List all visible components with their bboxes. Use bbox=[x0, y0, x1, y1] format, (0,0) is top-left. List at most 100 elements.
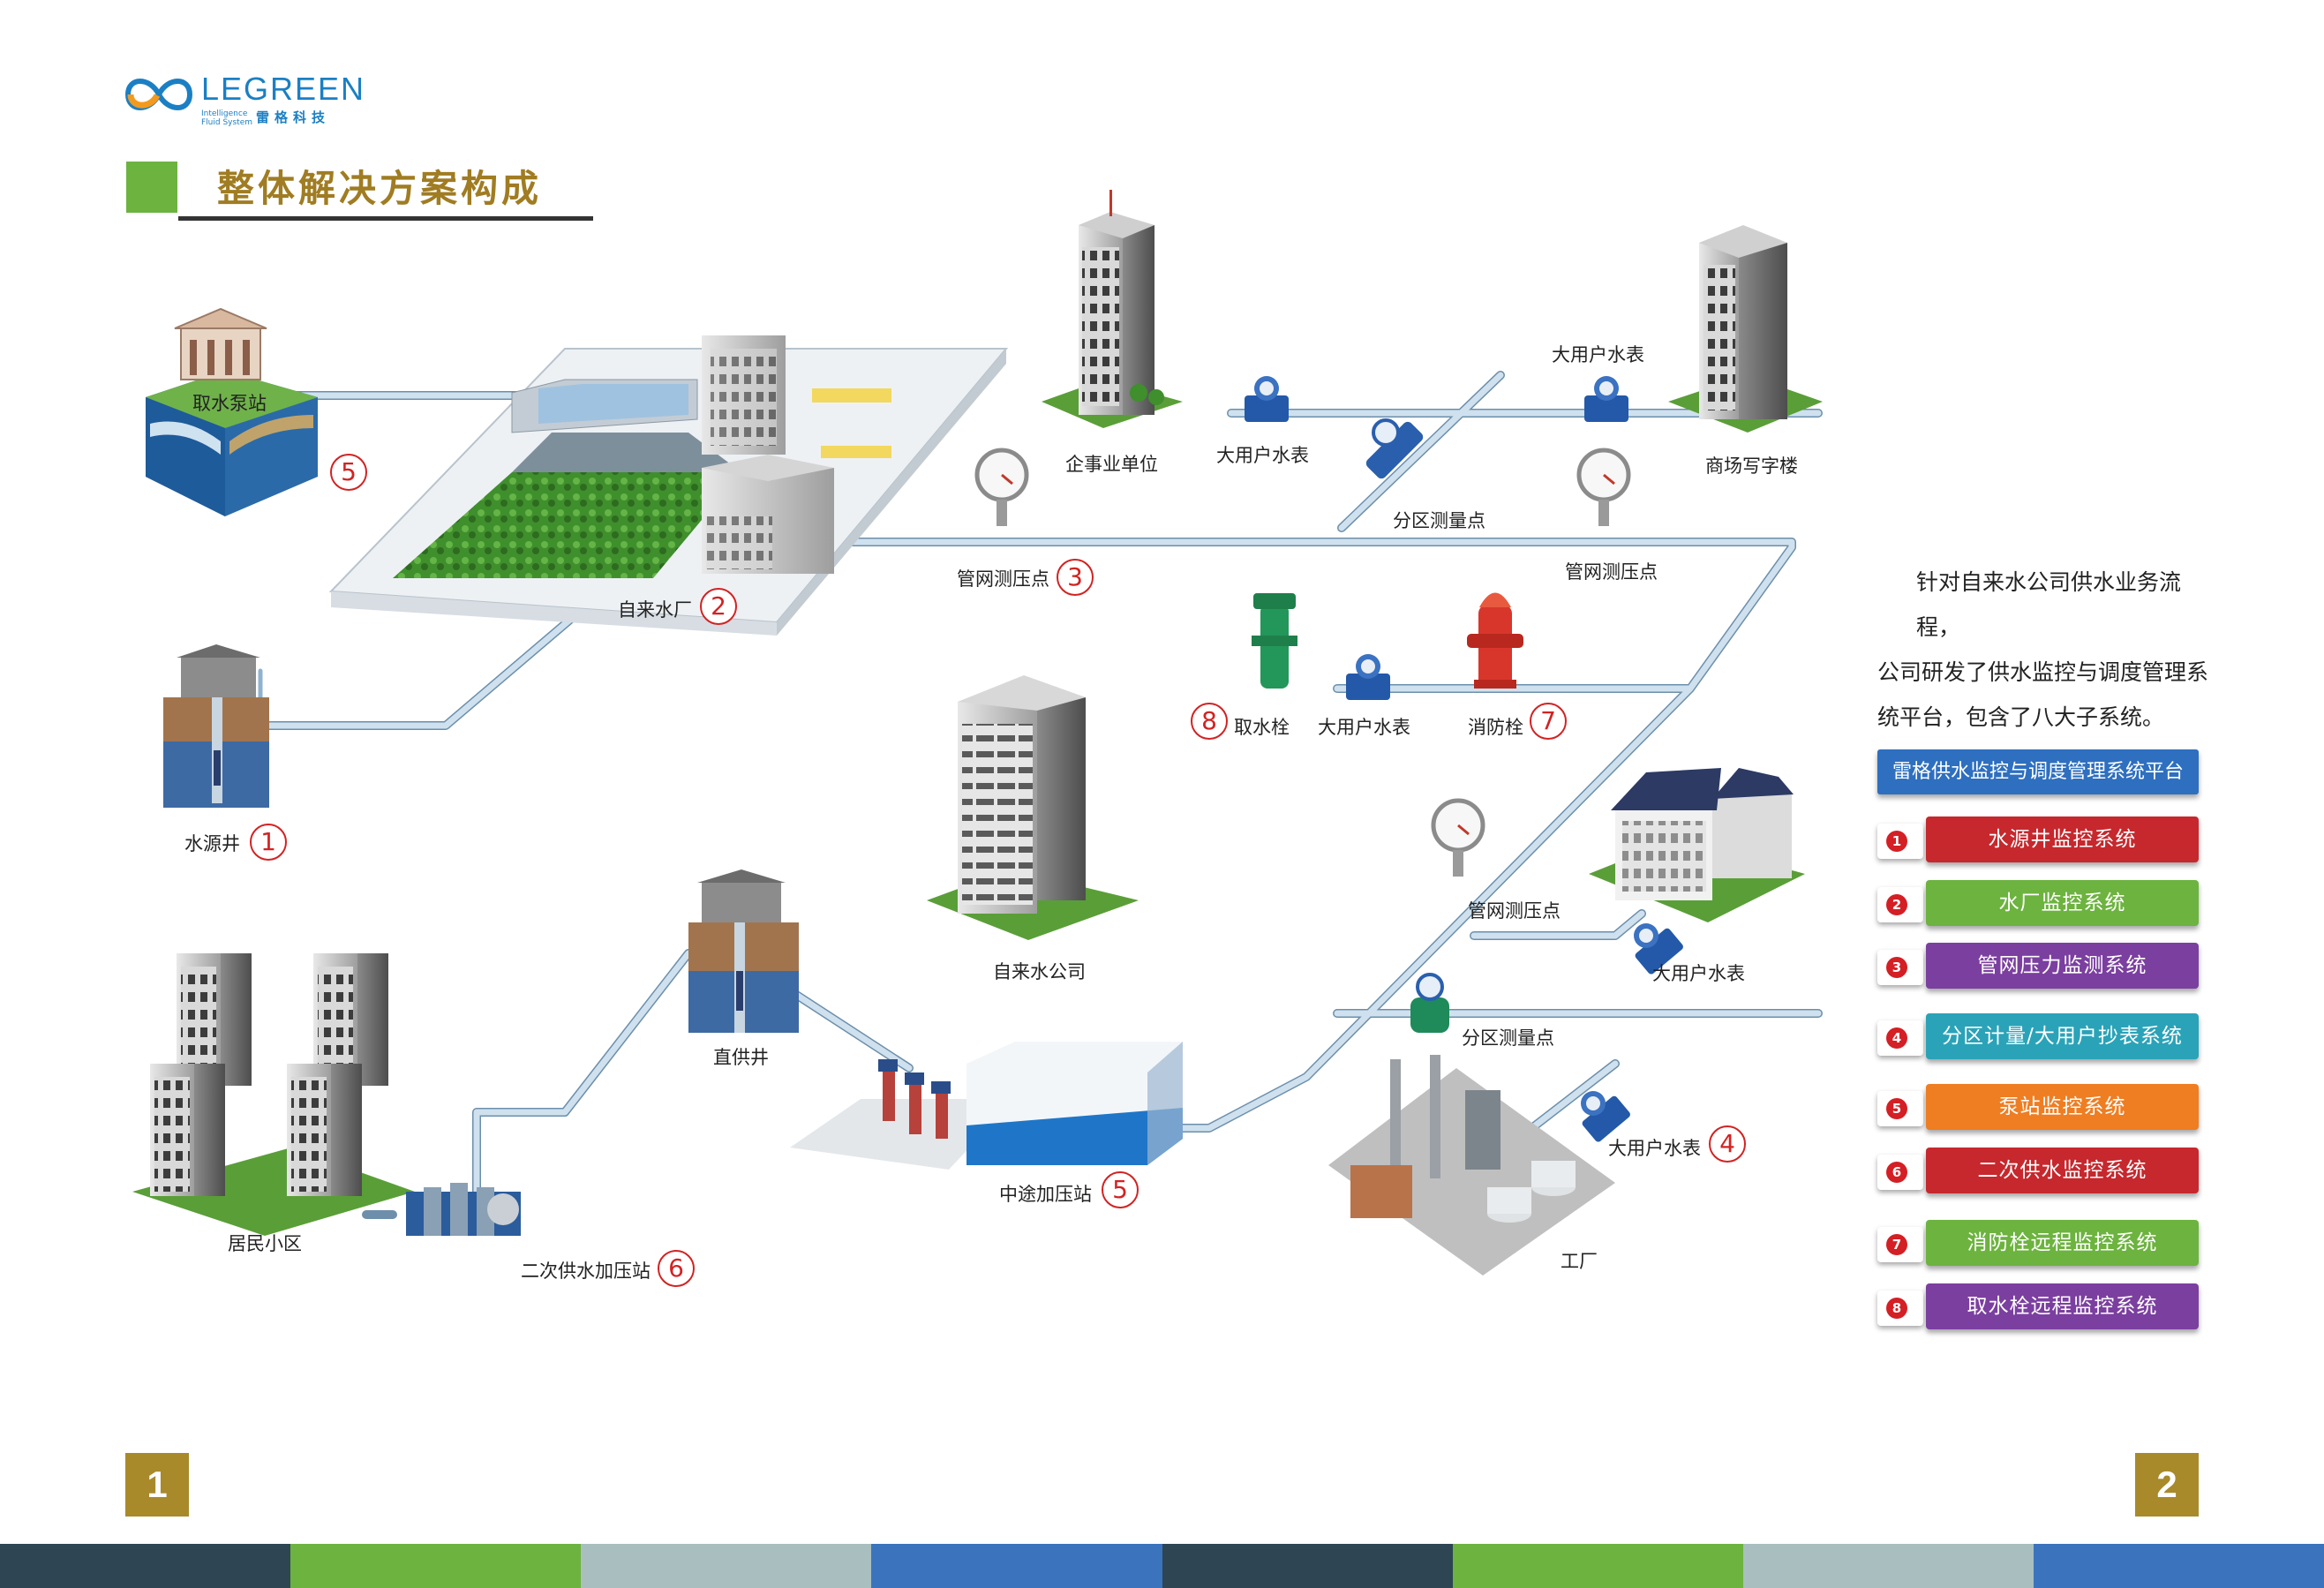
label-pressure-1: 管网测压点 bbox=[957, 568, 1049, 590]
label-source-well: 水源井 bbox=[184, 833, 240, 854]
footer-segment bbox=[1162, 1544, 1454, 1588]
subsystem-label: 水厂监控系统 bbox=[1926, 880, 2199, 926]
page-number-right: 2 bbox=[2135, 1453, 2199, 1517]
label-residential: 居民小区 bbox=[228, 1233, 302, 1254]
num-fire-hydrant: 7 bbox=[1530, 703, 1567, 740]
subsystem-badge: 8 bbox=[1877, 1291, 1923, 1326]
brand-logo: LEGREEN Intelligence Fluid System 雷格科技 bbox=[124, 69, 364, 131]
label-intake-pump: 取水泵站 bbox=[192, 393, 267, 414]
subsystem-item[interactable]: 8 取水栓远程监控系统 bbox=[1877, 1283, 2199, 1329]
subsystem-label: 分区计量/大用户抄表系统 bbox=[1926, 1013, 2199, 1059]
page-number-left: 1 bbox=[125, 1453, 189, 1517]
fire-hydrant-icon bbox=[1467, 592, 1523, 689]
label-secondary-station: 二次供水加压站 bbox=[521, 1261, 651, 1282]
num-intake-pump: 5 bbox=[330, 454, 367, 491]
water-company-building bbox=[927, 675, 1139, 940]
subsystem-badge: 7 bbox=[1877, 1227, 1923, 1262]
num-intake-hydrant: 8 bbox=[1191, 703, 1228, 740]
source-well bbox=[163, 644, 269, 808]
mall-building bbox=[1668, 225, 1823, 433]
subsystem-number: 3 bbox=[1886, 957, 1907, 978]
subsystem-item[interactable]: 5 泵站监控系统 bbox=[1877, 1084, 2199, 1130]
flow-meter-icon bbox=[1365, 418, 1449, 1033]
label-big-meter-2: 大用户水表 bbox=[1552, 344, 1644, 365]
intake-pump-station bbox=[146, 307, 318, 516]
footer-segment bbox=[1453, 1544, 1744, 1588]
title-underline bbox=[178, 216, 593, 221]
label-direct-well: 直供井 bbox=[713, 1047, 769, 1068]
subsystem-badge: 3 bbox=[1877, 950, 1923, 985]
water-meter-icon bbox=[1245, 376, 1683, 1142]
label-zone-point-1: 分区测量点 bbox=[1393, 510, 1485, 531]
description-line-2: 公司研发了供水监控与调度管理系 bbox=[1877, 659, 2209, 685]
label-fire-hydrant: 消防栓 bbox=[1468, 717, 1523, 738]
footer-segment bbox=[1743, 1544, 2034, 1588]
footer-segment bbox=[871, 1544, 1162, 1588]
label-big-meter-3: 大用户水表 bbox=[1318, 717, 1410, 738]
direct-well bbox=[688, 869, 799, 1033]
subsystem-label: 二次供水监控系统 bbox=[1926, 1148, 2199, 1193]
label-mid-station: 中途加压站 bbox=[999, 1184, 1092, 1205]
description-line-1: 针对自来水公司供水业务流程， bbox=[1916, 569, 2182, 640]
num-mid-station: 5 bbox=[1102, 1171, 1139, 1208]
subsystem-number: 6 bbox=[1886, 1162, 1907, 1183]
subsystem-badge: 1 bbox=[1877, 824, 1923, 859]
subsystem-number: 4 bbox=[1886, 1027, 1907, 1049]
water-plant bbox=[328, 335, 1009, 636]
label-water-company: 自来水公司 bbox=[993, 961, 1086, 982]
subsystem-number: 8 bbox=[1886, 1298, 1907, 1319]
residential-blocks bbox=[132, 953, 415, 1236]
num-source-well: 1 bbox=[250, 824, 287, 861]
label-factory: 工厂 bbox=[1561, 1251, 1598, 1272]
secondary-station-equipment bbox=[406, 1183, 521, 1236]
subsystem-number: 5 bbox=[1886, 1098, 1907, 1119]
num-secondary-station: 6 bbox=[658, 1250, 695, 1287]
subsystem-item[interactable]: 7 消防栓远程监控系统 bbox=[1877, 1220, 2199, 1266]
platform-header: 雷格供水监控与调度管理系统平台 bbox=[1877, 749, 2199, 794]
num-water-plant: 2 bbox=[700, 588, 737, 625]
title-square bbox=[126, 162, 177, 213]
brand-name: LEGREEN bbox=[201, 71, 366, 107]
intake-hydrant-icon bbox=[1252, 593, 1297, 689]
subsystem-item[interactable]: 4 分区计量/大用户抄表系统 bbox=[1877, 1013, 2199, 1059]
subsystem-label: 取水栓远程监控系统 bbox=[1926, 1283, 2199, 1329]
page-title: 整体解决方案构成 bbox=[217, 167, 543, 210]
subsystem-label: 泵站监控系统 bbox=[1926, 1084, 2199, 1130]
label-big-meter-1: 大用户水表 bbox=[1216, 445, 1309, 466]
brand-cn: 雷格科技 bbox=[256, 109, 331, 125]
label-enterprise: 企事业单位 bbox=[1065, 454, 1158, 475]
pressure-gauge-icon bbox=[974, 448, 1631, 877]
subsystem-number: 7 bbox=[1886, 1234, 1907, 1255]
subsystem-label: 管网压力监测系统 bbox=[1926, 943, 2199, 989]
label-water-plant: 自来水厂 bbox=[618, 599, 692, 621]
logo-mark-icon bbox=[124, 79, 193, 110]
subsystem-number: 2 bbox=[1886, 894, 1907, 915]
label-big-meter-4: 大用户水表 bbox=[1652, 963, 1745, 984]
num-pressure: 3 bbox=[1057, 559, 1094, 596]
subsystem-item[interactable]: 3 管网压力监测系统 bbox=[1877, 943, 2199, 989]
subsystem-badge: 2 bbox=[1877, 887, 1923, 922]
factory bbox=[1328, 1055, 1615, 1276]
label-pressure-2: 管网测压点 bbox=[1565, 561, 1658, 583]
footer-segment bbox=[581, 1544, 872, 1588]
footer-segment bbox=[0, 1544, 291, 1588]
description-text: 针对自来水公司供水业务流程， 公司研发了供水监控与调度管理系 统平台，包含了八大… bbox=[1877, 560, 2213, 740]
subsystem-badge: 4 bbox=[1877, 1020, 1923, 1056]
subsystem-item[interactable]: 2 水厂监控系统 bbox=[1877, 880, 2199, 926]
brand-sub1: Intelligence bbox=[201, 109, 248, 118]
subsystem-label: 水源井监控系统 bbox=[1926, 817, 2199, 862]
subsystem-item[interactable]: 6 二次供水监控系统 bbox=[1877, 1148, 2199, 1193]
enterprise-building bbox=[1042, 190, 1183, 428]
label-pressure-3: 管网测压点 bbox=[1468, 900, 1561, 922]
num-factory-meter: 4 bbox=[1709, 1125, 1746, 1163]
description-line-3: 统平台，包含了八大子系统。 bbox=[1877, 704, 2165, 730]
footer-segment bbox=[2034, 1544, 2324, 1588]
mid-booster-station bbox=[790, 1042, 1183, 1170]
residential-villa bbox=[1589, 768, 1805, 922]
label-intake-hydrant: 取水栓 bbox=[1234, 717, 1290, 738]
label-mall: 商场写字楼 bbox=[1705, 455, 1798, 477]
subsystem-label: 消防栓远程监控系统 bbox=[1926, 1220, 2199, 1266]
label-zone-point-2: 分区测量点 bbox=[1462, 1027, 1554, 1049]
